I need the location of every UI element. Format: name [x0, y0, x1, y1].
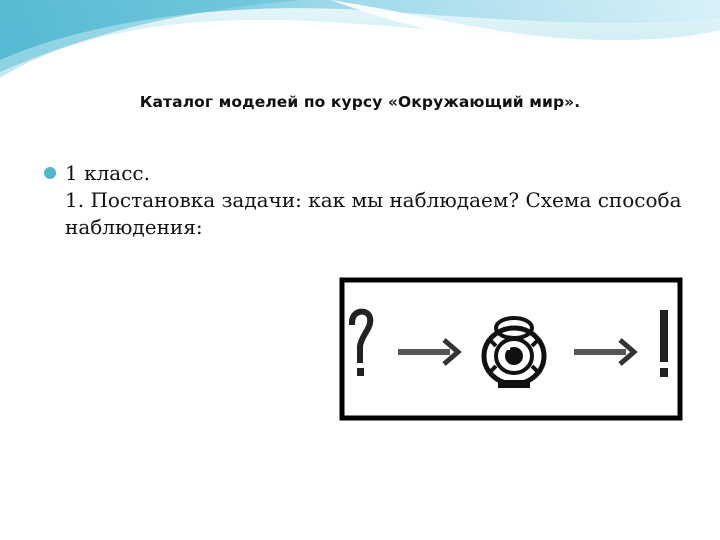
bullet-list: 1 класс. 1. Постановка задачи: как мы на… [40, 160, 690, 241]
class-heading: 1 класс. [65, 161, 150, 185]
question-mark-icon [348, 308, 374, 376]
exclamation-mark-icon [660, 310, 668, 377]
bullet-item: 1 класс. 1. Постановка задачи: как мы на… [65, 160, 690, 241]
observation-schema [338, 276, 684, 422]
task-statement: 1. Постановка задачи: как мы наблюдаем? … [65, 188, 682, 239]
observation-schema-drawing [339, 277, 683, 421]
slide-title: Каталог моделей по курсу «Окружающий мир… [139, 93, 581, 111]
bullet-dot [44, 167, 56, 179]
arrow-right-icon [574, 338, 638, 366]
decorative-wave-header [0, 0, 720, 78]
eye-icon [481, 316, 547, 388]
arrow-right-icon [398, 338, 462, 366]
